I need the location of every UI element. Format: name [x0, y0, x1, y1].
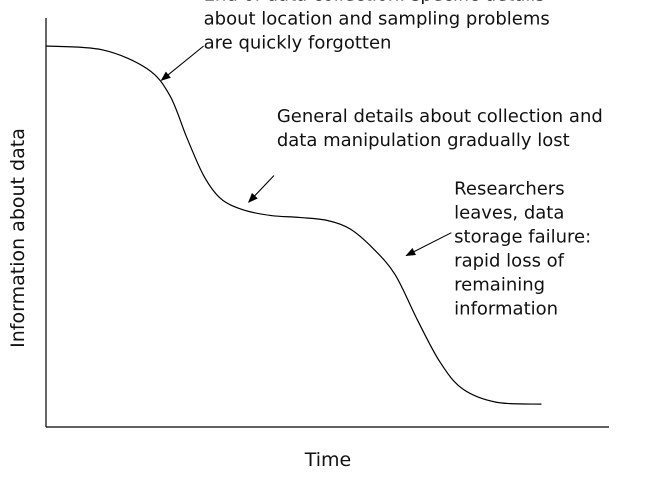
annotation-3-line-6: information [454, 299, 558, 320]
annotation-1-text: End of data collection: specific details… [204, 0, 550, 53]
annotation-2-arrow [247, 175, 275, 203]
annotation-1: End of data collection: specific details… [160, 0, 550, 81]
annotation-3-line-4: rapid loss of [454, 251, 565, 272]
annotation-2-text: General details about collection and data… [277, 106, 603, 151]
x-axis-label: Time [304, 449, 352, 471]
annotation-3: Researchers leaves, data storage failure: r… [405, 179, 591, 320]
annotation-1-line-2: about location and sampling problems [204, 8, 550, 29]
annotation-3-line-1: Researchers [454, 179, 564, 200]
axes [45, 18, 609, 428]
annotation-3-text: Researchers leaves, data storage failure: r… [454, 179, 591, 320]
series-line-1 [45, 45, 542, 405]
y-axis-label: Information about data [7, 128, 29, 348]
annotation-1-line-3: are quickly forgotten [204, 32, 392, 53]
annotations: End of data collection: specific details… [160, 0, 603, 320]
annotation-1-line-1: End of data collection: specific details [204, 0, 545, 5]
annotation-3-line-5: remaining [454, 275, 545, 296]
annotation-2: General details about collection and data… [247, 106, 603, 203]
annotation-3-arrow [405, 232, 452, 257]
annotation-1-arrow [160, 45, 204, 81]
annotation-2-line-1: General details about collection and [277, 106, 603, 127]
annotation-2-line-2: data manipulation gradually lost [277, 130, 570, 151]
annotation-3-line-3: storage failure: [454, 227, 591, 248]
annotation-3-line-2: leaves, data [454, 203, 564, 224]
series-layer [45, 45, 542, 405]
